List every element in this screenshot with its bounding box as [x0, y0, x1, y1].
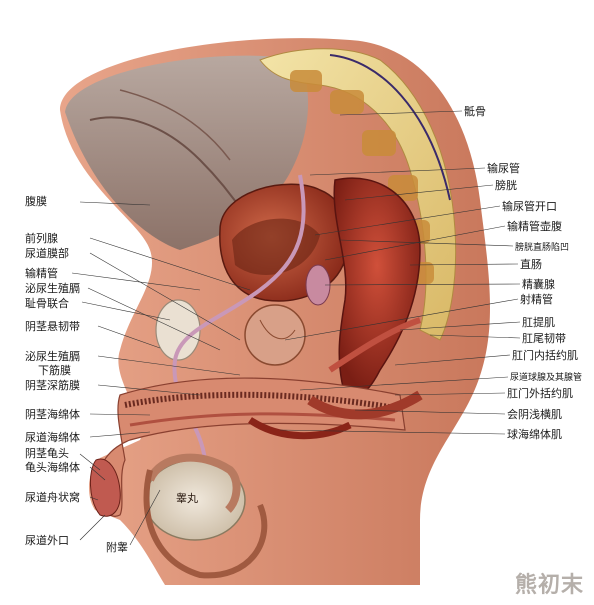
- label-bulbospongiosus: 球海绵体肌: [507, 428, 562, 441]
- label-corpus-cavernosum: 阴茎海绵体: [25, 408, 80, 421]
- label-glans: 阴茎龟头: [25, 447, 69, 460]
- label-rectovesical-pouch: 膀胱直肠陷凹: [515, 243, 570, 253]
- label-prostate: 前列腺: [25, 232, 58, 245]
- label-membranous-urethra: 尿道膜部: [25, 247, 69, 260]
- label-urogenital-diaphragm-2: 泌尿生殖膈: [25, 350, 80, 363]
- label-pubic-symphysis: 耻骨联合: [25, 297, 69, 310]
- prostate: [244, 304, 306, 366]
- label-superficial-transverse-perineal: 会阴浅横肌: [507, 408, 562, 421]
- label-deep-penile-fascia: 阴茎深筋膜: [25, 379, 80, 392]
- label-ejaculatory-duct: 射精管: [520, 293, 553, 306]
- glans: [90, 458, 121, 517]
- pelvic-floor: [307, 390, 423, 420]
- label-testis: 睾丸: [176, 492, 198, 505]
- epididymis: [146, 453, 241, 513]
- label-ampulla: 输精管壶腹: [507, 220, 562, 233]
- label-bladder: 膀胱: [495, 179, 517, 192]
- label-seminal-vesicle: 精囊腺: [522, 278, 555, 291]
- label-internal-anal-sphincter: 肛门内括约肌: [512, 349, 578, 362]
- label-external-urethral-orifice: 尿道外口: [25, 534, 69, 547]
- label-bulbourethral-gland: 尿道球腺及其腺管: [510, 373, 583, 383]
- label-rectum: 直肠: [520, 258, 542, 271]
- watermark: 熊初末: [514, 573, 584, 598]
- label-glans-spongiosum: 龟头海绵体: [25, 461, 80, 474]
- label-corpus-spongiosum: 尿道海绵体: [25, 431, 80, 444]
- label-epididymis: 附睾: [106, 541, 128, 554]
- label-suspensory-ligament: 阴茎悬韧带: [25, 320, 80, 333]
- label-vas-deferens: 输精管: [25, 267, 58, 280]
- label-ureteral-orifice: 输尿管开口: [502, 200, 557, 213]
- label-anococcygeal-ligament: 肛尾韧带: [522, 332, 566, 345]
- label-navicular-fossa: 尿道舟状窝: [25, 491, 80, 504]
- label-levator-ani: 肛提肌: [522, 316, 555, 329]
- label-urogenital-diaphragm: 泌尿生殖膈: [25, 282, 80, 295]
- label-inferior-fascia: 下筋膜: [38, 364, 71, 377]
- label-peritoneum: 腹膜: [25, 195, 47, 208]
- label-external-anal-sphincter: 肛门外括约肌: [507, 387, 573, 400]
- label-sacrum: 骶骨: [464, 105, 486, 118]
- label-ureter: 输尿管: [487, 162, 520, 175]
